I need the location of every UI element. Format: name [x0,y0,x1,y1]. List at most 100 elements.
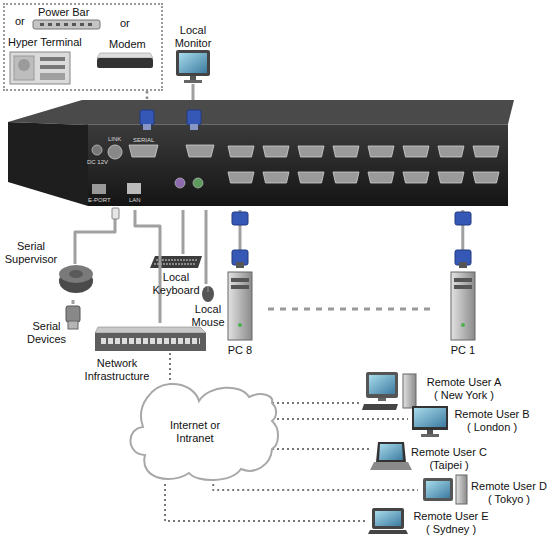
serial-plug [140,110,154,125]
modem: Modem [95,38,155,70]
monitor-screen [369,375,395,394]
monitor-stand [378,398,386,401]
laptop-screen [379,444,403,460]
hyper-terminal: Hyper Terminal [6,36,78,86]
node-label: Remote User C (Taipei ) [410,446,488,471]
monitor-frame [412,406,448,430]
pc-port [473,146,499,157]
keyboard [362,404,398,410]
usb-plug [236,262,244,268]
pc-port [228,172,254,183]
node-label: LINK [108,136,121,142]
power-led [461,323,465,327]
e-port [92,184,106,194]
network-link [272,402,362,404]
network-link [272,448,372,450]
pc: PC 1 [449,268,477,342]
serial-port [129,145,158,157]
pc-port [298,146,324,157]
node-label: Hyper Terminal [8,36,82,49]
pc-tower [451,272,475,340]
mouse-button [208,286,209,292]
pc-port [333,146,359,157]
pc-port [263,172,289,183]
cloud-outline [130,384,278,480]
node-label: Internet or Intranet [167,419,223,444]
drive-bay [454,278,472,282]
cable [75,210,115,255]
vga-plug [187,110,201,125]
modem-top [97,53,153,58]
pc-port [473,172,499,183]
drive-bay [231,285,249,289]
node-label: LAN [129,197,141,203]
kvm-top [8,100,514,125]
pc-port [438,172,464,183]
node-label: Serial Devices [24,320,69,345]
kvm-side [8,122,88,206]
serial-plug [66,306,80,322]
monitor-stand [190,76,196,80]
pc-port [263,146,289,157]
node-label: DC 12V [87,159,108,165]
pc-tower [228,272,252,340]
pc-port [403,146,429,157]
cable [182,210,185,254]
power-bar-outlets [40,23,94,26]
switch-top [95,327,206,333]
network-link [146,91,149,100]
vga-plug [455,212,471,225]
lan-port [127,183,141,194]
node-label: Remote User D ( Tokyo ) [470,480,548,505]
pc-tower [456,475,467,504]
terminal-port [40,57,65,61]
pc-port [228,146,254,157]
ps2-port [175,178,185,188]
kvm-switch: DC 12V LINK SERIAL LAN E-PORT [85,100,510,210]
monitor-frame [423,478,453,501]
network-link [165,484,368,521]
power-led [238,323,242,327]
monitor-frame [372,508,404,529]
node-label: Power Bar [38,6,89,19]
pc-port [403,172,429,183]
drive-bay [231,278,249,282]
node-label: Local Keyboard [150,271,202,296]
serial-supervisor: Serial Supervisor [55,255,95,300]
local-monitor: Local Monitor [168,24,218,84]
pc-port [368,172,394,183]
serial-device: Serial Devices [62,304,84,330]
supervisor-stub [74,255,77,264]
mouse [202,286,214,302]
switch-front [95,333,206,351]
keyboard [150,256,202,268]
local-mouse: Local Mouse [200,284,216,302]
more-pcs-dots [268,308,434,311]
monitor-screen [426,481,450,498]
switch-ports [101,338,200,344]
monitor-base [421,434,439,437]
monitor-screen [375,511,401,526]
laptop-lid [376,442,406,462]
supervisor-hub [69,270,83,278]
usb-plug [459,262,467,268]
cable [205,210,208,284]
remote-user: Remote User D ( Tokyo ) [418,474,466,504]
node-label: E-PORT [88,197,111,203]
terminal-fan [18,59,30,71]
monitor-frame [176,50,210,76]
terminal-chassis [10,52,70,84]
node-label: SERIAL [133,137,154,143]
supervisor-top [59,265,93,283]
local-keyboard: Local Keyboard [150,254,202,270]
monitor-screen [179,53,207,73]
pc-port [298,172,324,183]
monitor-stand [427,430,433,434]
kvm-front [88,124,508,206]
cable [135,210,160,323]
cloud: Internet or Intranet [125,383,272,484]
node-label: Local Mouse [190,303,226,328]
pc: PC 8 [226,268,254,342]
